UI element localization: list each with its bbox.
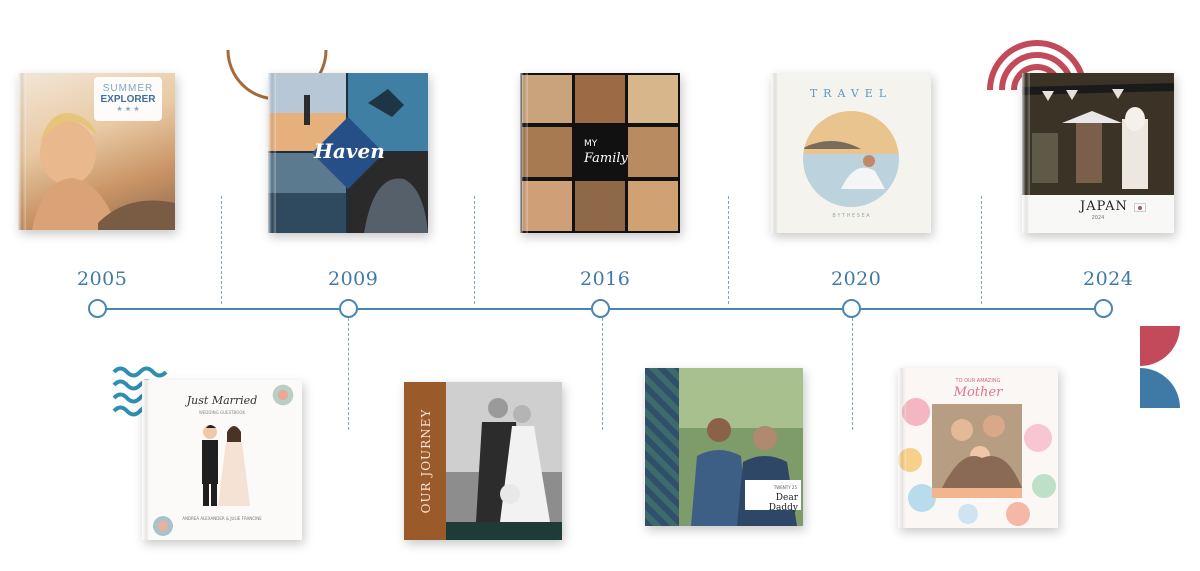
japan-flag-icon <box>1134 203 1146 212</box>
daddy-label-title: Dear Daddy <box>768 493 798 513</box>
book-spine <box>268 73 276 233</box>
married-subtitle: WEDDING GUESTBOOK <box>198 410 246 415</box>
photobook-summer-explorer[interactable]: SUMMER EXPLORER ★ ★ ★ <box>18 73 175 230</box>
photobook-dear-daddy[interactable]: TWENTY 25 Dear Daddy <box>645 368 803 526</box>
year-label-2024: 2024 <box>1083 268 1134 290</box>
japan-title: JAPAN <box>1080 199 1128 214</box>
married-title: Just Married <box>186 394 258 407</box>
journey-spine-band <box>404 382 446 540</box>
family-title-small: MY <box>584 139 598 149</box>
photobook-travel[interactable]: TRAVEL B Y T H E S E A <box>771 73 931 233</box>
photobook-just-married[interactable]: Just Married WEDDING GUESTBOOK ANDREA AL… <box>142 380 302 540</box>
photobook-our-journey[interactable]: OUR JOURNEY <box>404 382 562 540</box>
timeline-node-2016 <box>591 299 610 318</box>
photobook-haven[interactable]: Haven <box>268 73 428 233</box>
mother-banner: We love you <box>932 488 1022 505</box>
book-spine <box>771 73 779 233</box>
connector-dash <box>602 318 603 430</box>
timeline-node-2024 <box>1094 299 1113 318</box>
floral-corner-decoration <box>150 516 176 536</box>
father-son-photo <box>679 368 803 526</box>
wedding-bw-photo <box>446 382 562 522</box>
photobook-amazing-mother[interactable]: TO OUR AMAZING Mother We love you <box>898 368 1058 528</box>
book-spine <box>898 368 906 528</box>
mother-family-photo <box>932 404 1022 488</box>
haven-collage <box>268 73 428 233</box>
year-label-2009: 2009 <box>328 268 379 290</box>
travel-title: TRAVEL <box>809 87 893 100</box>
photobook-my-family[interactable]: MY Family <box>520 73 680 233</box>
book-spine <box>18 73 26 230</box>
year-label-2020: 2020 <box>831 268 882 290</box>
japan-year: 2024 <box>1091 215 1105 221</box>
book-spine <box>520 73 528 233</box>
timeline-node-2005 <box>88 299 107 318</box>
journey-bottom-band <box>446 522 562 540</box>
japan-festival-photo <box>1022 73 1174 195</box>
title-line-2: EXPLORER <box>100 94 156 105</box>
title-line-1: SUMMER <box>102 83 154 94</box>
child-photo <box>32 113 175 230</box>
mother-line-2: Mother <box>953 385 1003 400</box>
mother-line-1: TO OUR AMAZING <box>955 378 1001 384</box>
photobook-japan[interactable]: JAPAN 2024 <box>1022 73 1174 233</box>
connector-dash <box>348 318 349 430</box>
connector-dash <box>981 196 982 304</box>
connector-dash <box>221 196 222 304</box>
star-decoration: ★ ★ ★ <box>116 105 140 113</box>
connector-dash <box>728 196 729 304</box>
timeline-node-2009 <box>339 299 358 318</box>
year-label-2005: 2005 <box>77 268 128 290</box>
connector-dash <box>852 318 853 430</box>
book-spine <box>142 380 150 540</box>
married-names: ANDREA ALEXANDER & JULIE FRANCINE <box>182 516 262 521</box>
daddy-label-card: TWENTY 25 Dear Daddy <box>745 480 801 513</box>
connector-dash <box>474 196 475 304</box>
family-photo-grid <box>522 75 678 231</box>
travel-caption: B Y T H E S E A <box>832 213 870 219</box>
journey-title: OUR JOURNEY <box>419 408 433 514</box>
timeline-node-2020 <box>842 299 861 318</box>
couple-illustration <box>202 425 250 506</box>
plaid-band <box>645 368 679 526</box>
year-label-2016: 2016 <box>580 268 631 290</box>
quarter-circle-decoration <box>1140 326 1180 408</box>
daddy-label-small: TWENTY 25 <box>773 485 797 490</box>
mother-banner-text: We love you <box>958 498 996 505</box>
floral-corner-decoration <box>270 384 296 406</box>
family-title-large: Family <box>584 151 628 166</box>
sunset-circle-photo <box>803 111 899 207</box>
title-badge: SUMMER EXPLORER ★ ★ ★ <box>94 77 162 121</box>
haven-title: Haven <box>314 139 385 163</box>
book-spine <box>1022 73 1030 233</box>
